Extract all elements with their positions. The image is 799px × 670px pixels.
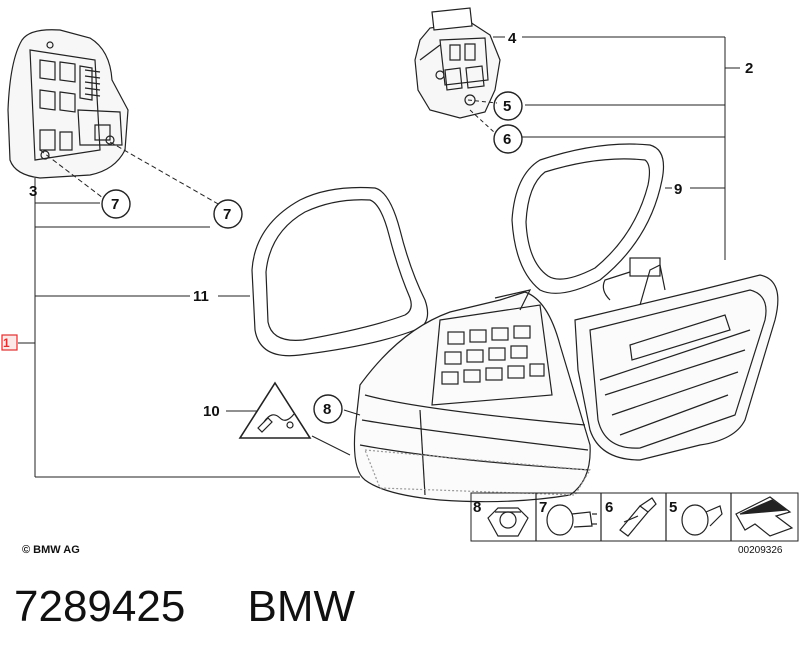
inner-tail-lamp-part-2 — [574, 257, 779, 461]
callout-6: 6 — [503, 131, 511, 148]
gasket-part-9 — [511, 143, 665, 294]
bulb-6-icon — [619, 497, 657, 537]
callout-1-highlight — [1, 334, 18, 351]
callout-10: 10 — [203, 403, 220, 420]
callout-8: 8 — [323, 401, 331, 418]
bulb-carrier-part-4 — [414, 7, 501, 119]
part-number: 7289425 — [14, 582, 186, 631]
callout-11: 11 — [193, 288, 209, 305]
gasket-part-11 — [251, 186, 429, 357]
callout-7b: 7 — [223, 206, 231, 223]
callout-2: 2 — [745, 60, 753, 77]
callout-5: 5 — [503, 98, 511, 115]
bulb-holder-part-3 — [7, 29, 129, 179]
callout-9: 9 — [674, 181, 682, 198]
callout-4: 4 — [508, 30, 517, 47]
legend-label-8: 8 — [473, 499, 481, 516]
footer-caption: 7289425 BMW — [14, 582, 355, 632]
parts-diagram: 1 2 3 4 5 6 7 7 8 9 10 11 8 7 6 5 © BMW … — [1, 7, 799, 556]
callout-7a: 7 — [111, 196, 119, 213]
callout-1: 1 — [3, 336, 10, 350]
diagram-number: 00209326 — [738, 545, 783, 556]
legend-label-5: 5 — [669, 499, 677, 516]
copyright-text: © BMW AG — [22, 544, 80, 556]
bulb-legend — [470, 492, 799, 542]
leader-lines — [18, 36, 740, 478]
legend-label-7: 7 — [539, 499, 547, 516]
callout-3: 3 — [29, 183, 37, 200]
outer-tail-lamp-part-1 — [353, 289, 592, 503]
nut-icon — [487, 507, 529, 537]
brand-name: BMW — [247, 582, 356, 631]
bulb-5-icon — [681, 504, 723, 536]
bulb-7-icon — [546, 504, 597, 536]
legend-label-6: 6 — [605, 499, 613, 516]
direction-arrow-icon — [735, 496, 794, 537]
